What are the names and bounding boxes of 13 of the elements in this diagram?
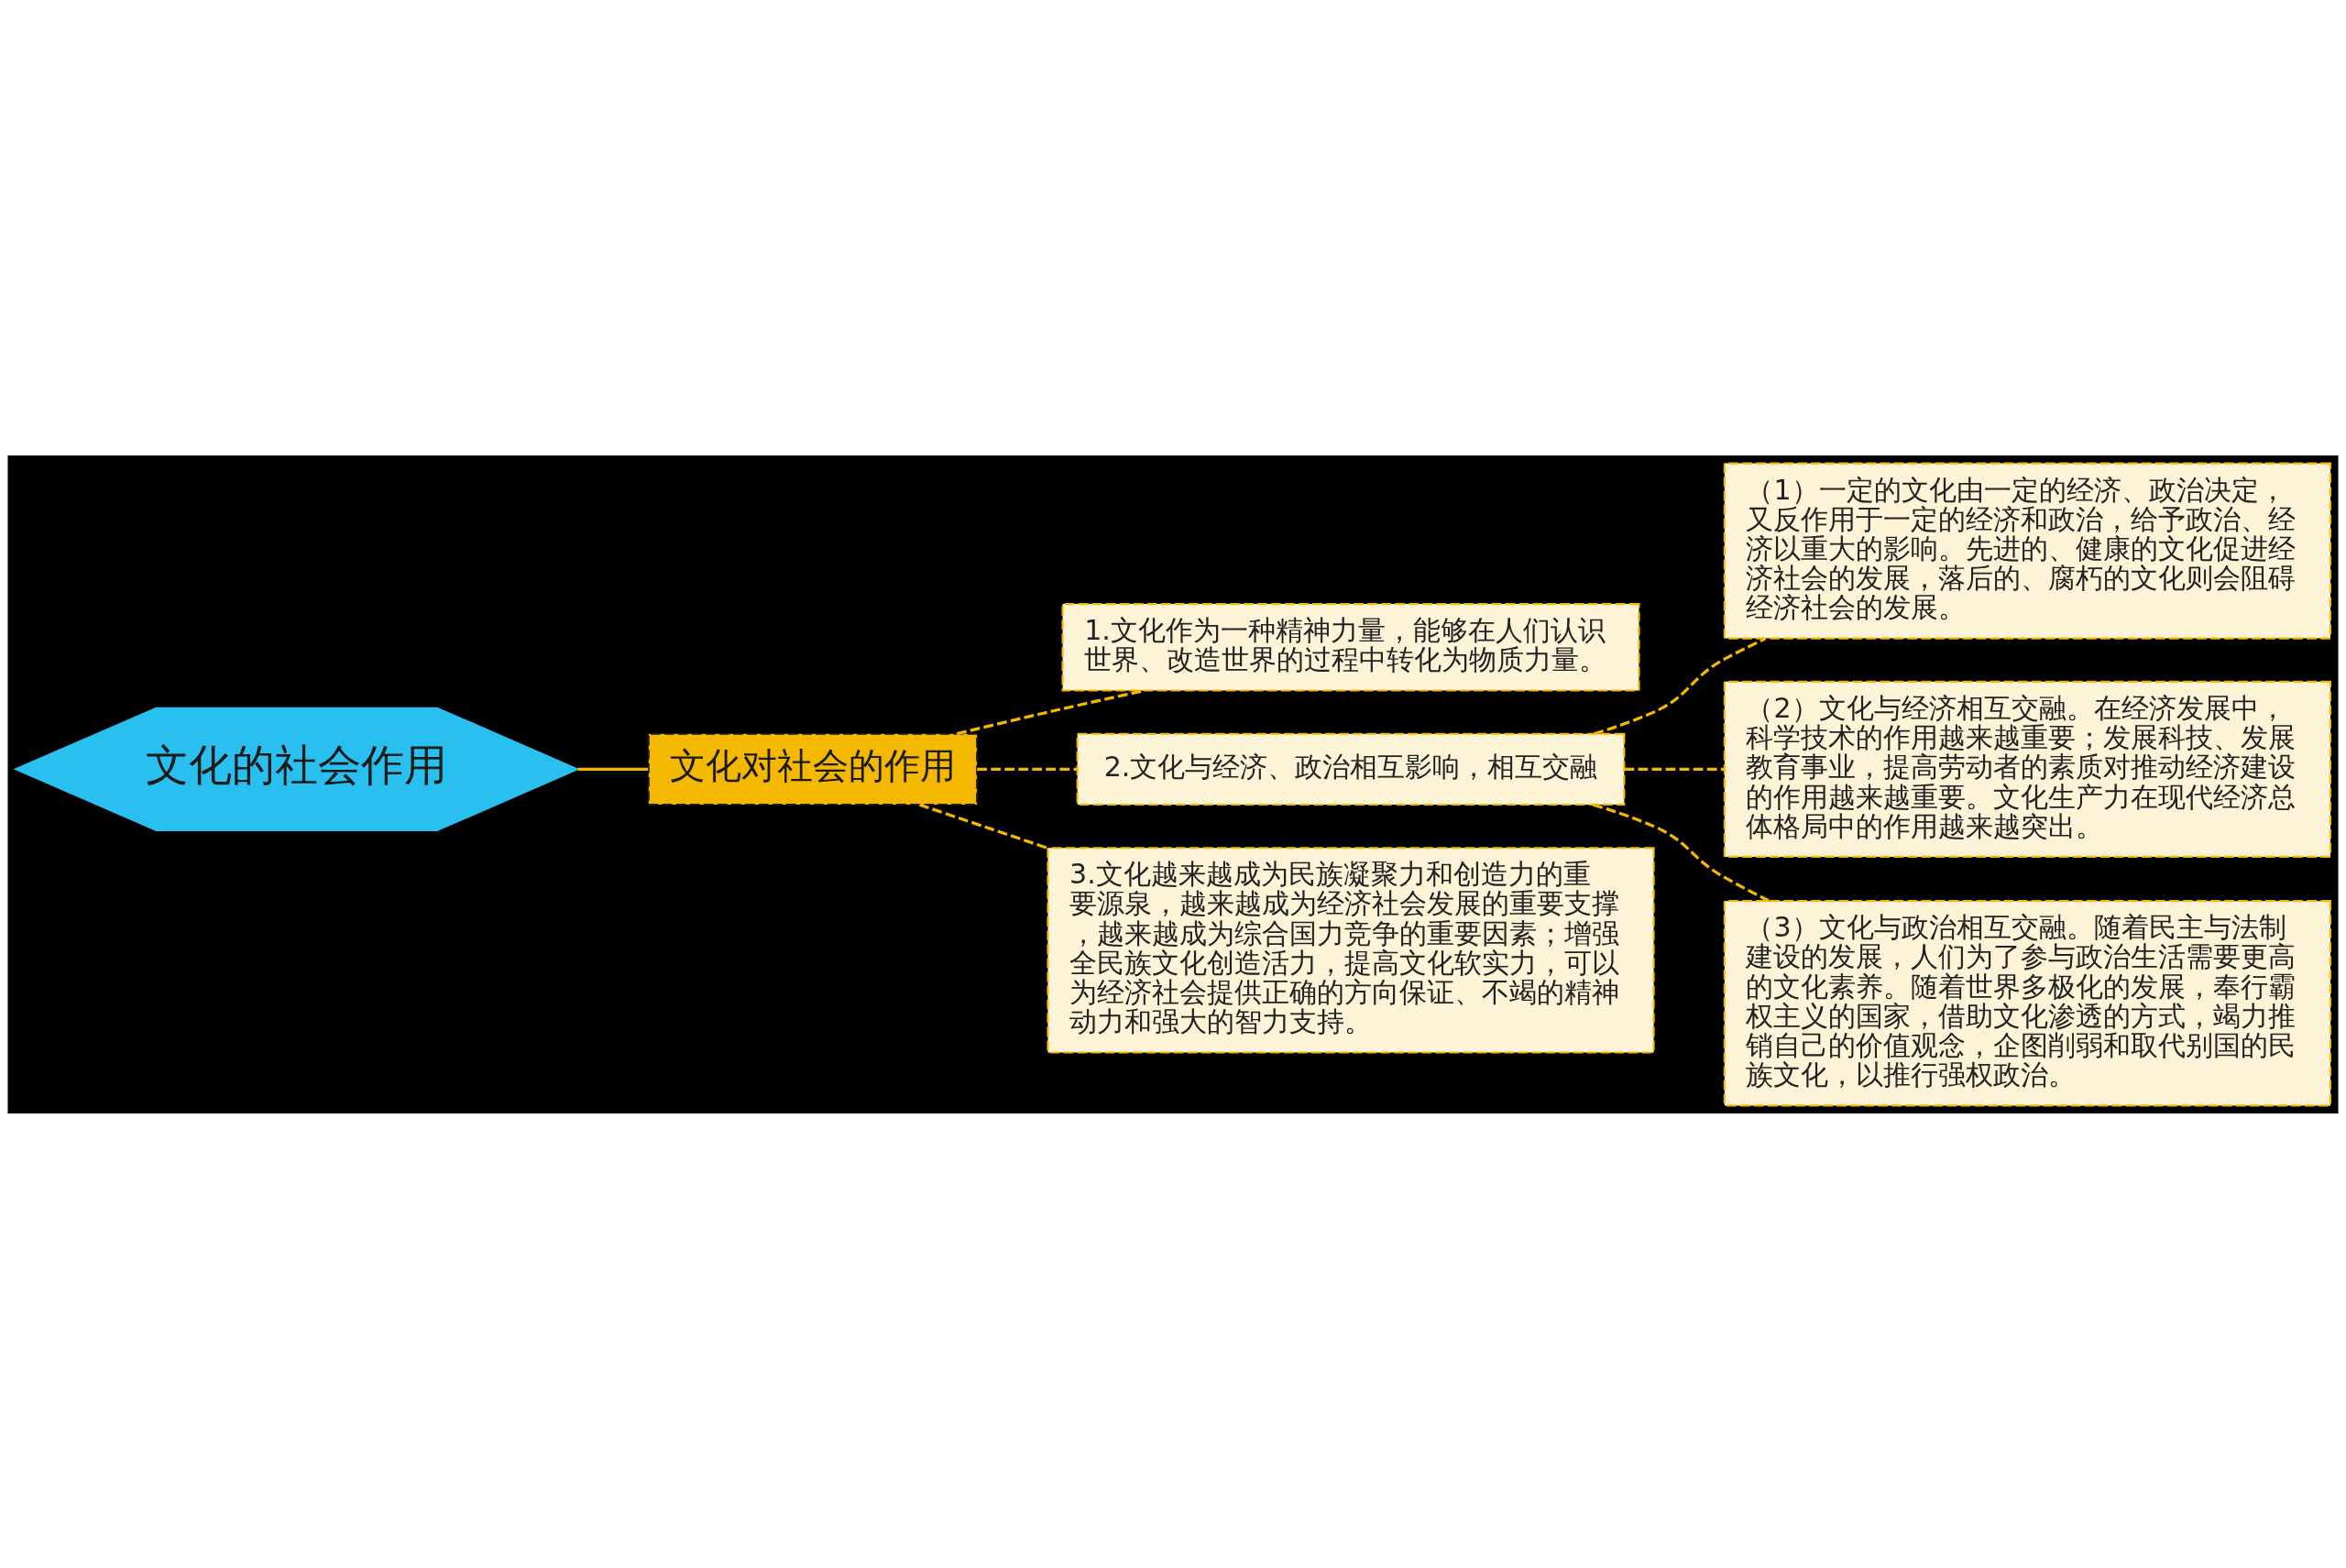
node-box: 2.文化与经济、政治相互影响，相互交融 xyxy=(1076,732,1626,806)
node-box: （1）一定的文化由一定的经济、政治决定，又反作用于一定的经济和政治，给予政治、经济以重大的影响。先进的、健康的文化促进经济社会的发展，落后的、腐朽的文化则会阻碍经济社会的发展。 xyxy=(1723,462,2332,640)
connector xyxy=(1592,803,1770,902)
connector xyxy=(1624,767,1725,771)
node-box: 3.文化越来越成为民族凝聚力和创造力的重要源泉，越来越成为经济社会发展的重要支撑，越来越成为综合国力竞争的重要因素；增强全民族文化创造活力，提高文化软实力，可以为经济社会提供正确的方向保证、不竭的精神动力和强大的智力支持。 xyxy=(1047,846,1655,1054)
node-box: 文化对社会的作用 xyxy=(647,732,979,806)
node-box: 1.文化作为一种精神力量，能够在人们认识世界、改造世界的过程中转化为物质力量。 xyxy=(1061,602,1640,692)
connector xyxy=(577,767,649,771)
connector xyxy=(919,803,1048,850)
connector xyxy=(977,767,1078,771)
node-box: （2）文化与经济相互交融。在经济发展中，科学技术的作用越来越重要；发展科技、发展教育事业，提高劳动者的素质对推动经济建设的作用越来越重要。文化生产力在现代经济总体格局中的作用越来越突出。 xyxy=(1723,680,2332,858)
connector xyxy=(1593,636,1767,735)
node-box: （3）文化与政治相互交融。随着民主与法制建设的发展，人们为了参与政治生活需要更高的文化素养。随着世界多极化的发展，奉行霸权主义的国家，借助文化渗透的方式，竭力推销自己的价值观念，企图削弱和取代别国的民族文化，以推行强权政治。 xyxy=(1723,899,2332,1106)
